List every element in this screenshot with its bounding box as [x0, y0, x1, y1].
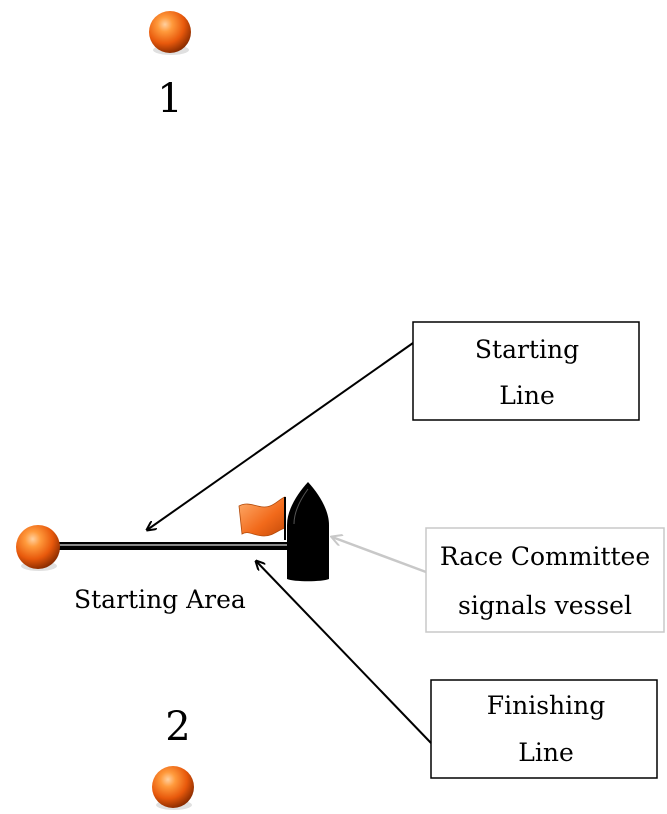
finishing-line-callout-line2: Line [518, 738, 574, 767]
finishing-line-callout: Finishing Line [256, 561, 658, 779]
mark-2-label: 2 [165, 704, 190, 750]
mark-1-label: 1 [157, 76, 182, 122]
mark-1-buoy-icon [149, 11, 191, 53]
orange-flag-icon [238, 496, 286, 540]
finishing-line-arrow [256, 561, 432, 744]
starting-line-callout-line1: Starting [475, 335, 579, 364]
race-committee-callout-line2: signals vessel [458, 591, 632, 620]
starting-line-callout-line2: Line [499, 381, 555, 410]
race-committee-arrow [332, 537, 427, 574]
race-committee-callout: Race Committee signals vessel [332, 527, 665, 633]
finishing-line-callout-line1: Finishing [487, 691, 605, 720]
mark-2: 2 [152, 704, 194, 810]
mark-1: 1 [149, 11, 191, 122]
finishing-line-callout-box [430, 679, 658, 779]
mark-2-buoy-icon [152, 766, 194, 808]
race-committee-callout-line1: Race Committee [440, 542, 650, 571]
starting-line [55, 542, 293, 550]
starting-line-callout-box [412, 321, 640, 421]
starting-area-label: Starting Area [74, 585, 246, 614]
race-committee-vessel-icon [287, 482, 329, 582]
starting-line-arrow [147, 342, 414, 530]
pin-end-buoy-icon [16, 525, 60, 569]
pin-end-buoy [16, 525, 60, 571]
starting-line-callout: Starting Line [147, 321, 640, 530]
race-committee-callout-box [425, 527, 665, 633]
